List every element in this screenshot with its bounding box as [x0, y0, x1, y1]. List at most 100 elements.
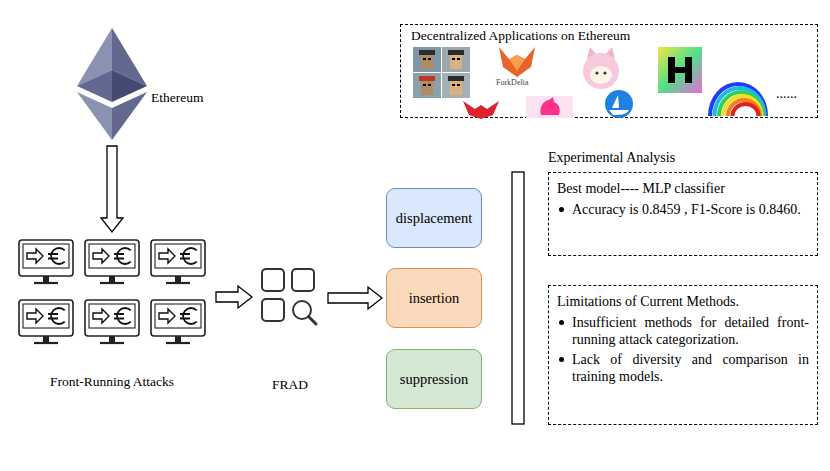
module-square	[292, 269, 314, 291]
punk-hat	[419, 76, 435, 81]
punk-face	[450, 54, 462, 69]
monitor-stand	[109, 276, 115, 282]
punk-tile	[413, 73, 441, 98]
euro-symbol	[114, 248, 131, 264]
uniswap-logo	[526, 96, 573, 118]
punk-avatar	[413, 73, 441, 98]
ellipsis-mark: ......	[776, 86, 797, 102]
euro-symbol	[48, 248, 65, 264]
computer-icon	[85, 300, 139, 343]
category-label: displacement	[396, 210, 473, 227]
monitor-stand	[175, 336, 181, 342]
punk-eye	[428, 58, 431, 60]
euro-symbol	[180, 308, 197, 324]
cat-logo	[583, 53, 619, 89]
euro-symbol	[180, 248, 197, 264]
monitor-stand	[43, 336, 49, 342]
monitor-base	[100, 282, 124, 284]
bullet-text: Accuracy is 0.8459 , F1-Score is 0.8460.	[572, 201, 809, 218]
monitor	[151, 240, 205, 276]
curve-logo-band	[728, 100, 760, 116]
punk-eye	[452, 58, 455, 60]
monitor-stand	[43, 276, 49, 282]
eth-icon	[77, 28, 147, 140]
punk-avatar	[442, 73, 470, 98]
arrow-symbol	[93, 309, 109, 323]
screen	[155, 304, 201, 328]
devil-logo	[463, 101, 499, 119]
attack-figure: Front-Running Attacks	[12, 238, 212, 390]
pcs-icon	[17, 238, 207, 348]
monitor-base	[100, 342, 124, 344]
computer-icon	[151, 300, 205, 343]
punk-hat	[419, 50, 435, 55]
bullet-dot	[559, 207, 564, 212]
arrow-symbol	[27, 309, 43, 323]
punk-eye	[423, 58, 426, 60]
screen	[155, 244, 201, 268]
punk-tile	[413, 47, 441, 72]
monitor	[19, 240, 73, 276]
punk-face	[450, 80, 462, 95]
curve-logo-band	[719, 92, 763, 116]
dashed-panel: Limitations of Current Methods. Insuffici…	[548, 285, 818, 425]
flow-arrow	[101, 146, 123, 232]
bullet-dot	[559, 357, 564, 362]
arrow-symbol	[93, 249, 109, 263]
cat-eye	[595, 71, 598, 74]
bullet-item: Accuracy is 0.8459 , F1-Score is 0.8460.	[557, 201, 809, 218]
forkdelta-logo-facet	[509, 55, 525, 71]
bullet-item: Insufficient methods for detailed front-…	[557, 314, 809, 348]
punk-face	[421, 54, 433, 69]
panel-text: Limitations of Current Methods.	[557, 293, 809, 310]
figure-caption: Ethereum	[151, 90, 203, 106]
monitor-base	[166, 282, 190, 284]
monitor	[85, 240, 139, 276]
magnifier-handle	[309, 317, 317, 325]
module-square	[262, 299, 284, 321]
punk-eye	[423, 84, 426, 86]
category-box: suppression	[386, 349, 482, 409]
opensea-hull	[609, 110, 629, 115]
frad-icon	[260, 267, 320, 327]
monitor-stand	[175, 276, 181, 282]
ethereum-logo-facet	[112, 92, 147, 140]
limitations-panel: Limitations of Current Methods. Insuffici…	[548, 285, 818, 425]
ethereum-figure: Ethereum	[77, 28, 203, 140]
punk-eye	[452, 84, 455, 86]
punk-avatar	[442, 47, 470, 72]
punk-eye	[457, 58, 460, 60]
panel-text: Best model---- MLP classifier	[557, 180, 809, 197]
punk-face	[421, 80, 433, 95]
computer-icon	[151, 240, 205, 283]
opensea-logo	[605, 90, 633, 118]
euro-symbol	[114, 308, 131, 324]
screen	[23, 244, 69, 268]
category-label: suppression	[400, 371, 468, 388]
figure-caption: FRAD	[272, 377, 308, 393]
computer-icon	[19, 300, 73, 343]
hegic-mark	[668, 67, 692, 73]
monitor	[85, 300, 139, 336]
logo-label: ForkDelta	[496, 78, 528, 87]
unicorn-mark	[540, 97, 559, 115]
monitor	[151, 300, 205, 336]
arrow-symbol	[159, 249, 175, 263]
category-box: displacement	[386, 188, 482, 248]
computer-icon	[19, 240, 73, 283]
dapp-panel: Decentralized Applications on Ethereum	[400, 24, 818, 118]
punk-hat	[448, 50, 464, 55]
cat-face	[590, 66, 612, 84]
punk-tile	[442, 73, 470, 98]
opensea-sail	[612, 95, 619, 108]
monitor-base	[34, 282, 58, 284]
category-box: insertion	[386, 268, 482, 328]
bullet-text: Lack of diversity and comparison in trai…	[572, 351, 809, 385]
panel-heading: Experimental Analysis	[548, 150, 818, 166]
punk-avatar	[413, 47, 441, 72]
flow-arrow	[216, 286, 252, 308]
forkdelta-logo	[499, 47, 535, 77]
grouping-bar	[512, 172, 524, 424]
computer-icon	[85, 240, 139, 283]
